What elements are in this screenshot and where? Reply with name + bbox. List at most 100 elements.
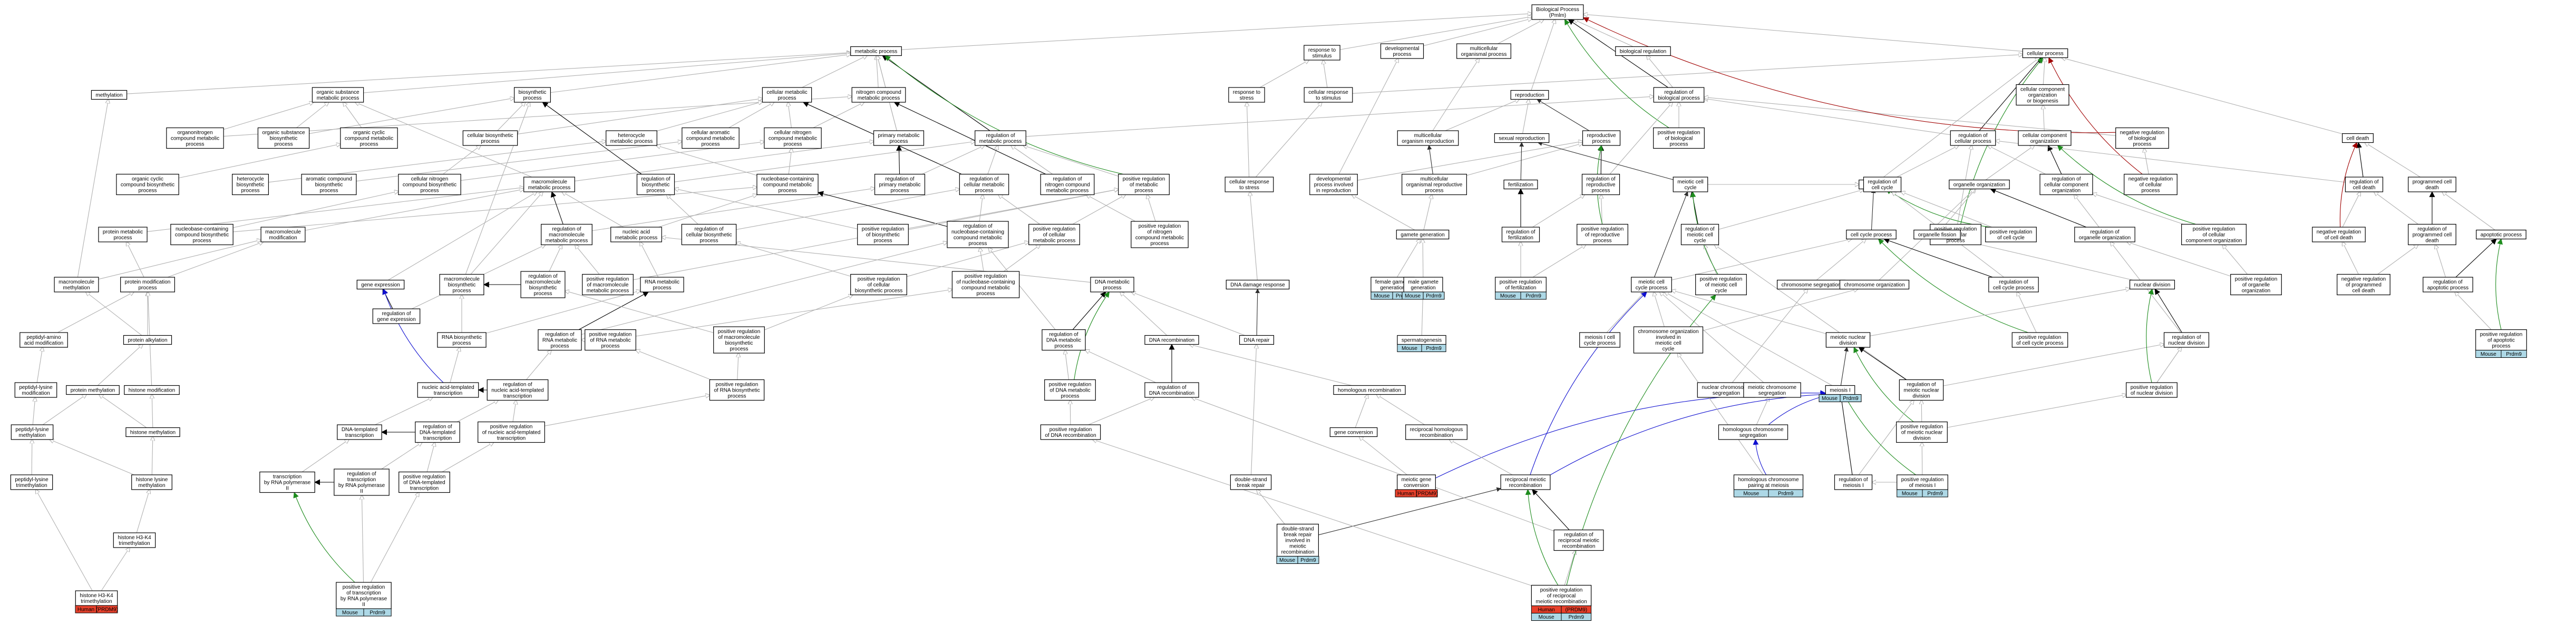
term-node-dnarec[interactable]: DNA recombination: [1144, 335, 1199, 345]
term-node-bioreg[interactable]: biological regulation: [1615, 46, 1671, 56]
term-node-meth[interactable]: methylation: [91, 90, 128, 100]
term-node-nucdiv[interactable]: nuclear division: [2129, 279, 2175, 290]
species-tag-mouse[interactable]: Mouse: [1495, 291, 1521, 300]
species-tag-mouse[interactable]: Mouse: [1402, 291, 1424, 300]
species-tag-mouse[interactable]: Prdm9: [1561, 613, 1592, 621]
species-tag-mouse[interactable]: Mouse: [1897, 489, 1923, 498]
species-tag-mouse[interactable]: Mouse: [1819, 394, 1841, 402]
species-tag-mouse[interactable]: Mouse: [1733, 489, 1769, 498]
term-node-rmmbp[interactable]: regulation ofmacromoleculebiosyntheticpr…: [520, 271, 566, 298]
term-node-ccp[interactable]: cell cycle process: [1846, 229, 1897, 240]
species-tag-mouse[interactable]: Mouse: [2475, 350, 2502, 358]
term-node-gexp[interactable]: gene expression: [356, 279, 405, 290]
species-tag-human[interactable]: Human: [1531, 606, 1562, 613]
term-node-ddr[interactable]: DNA damage response: [1226, 279, 1290, 290]
term-node-histmod[interactable]: histone modification: [124, 385, 180, 395]
species-tag-mouse[interactable]: Prdm9: [1768, 489, 1804, 498]
term-node-homrec[interactable]: homologous recombination: [1333, 385, 1406, 395]
term-node-meiosis1[interactable]: meiosis I: [1825, 385, 1855, 395]
term-node-apop[interactable]: apoptotic process: [2476, 229, 2526, 240]
species-tag-mouse[interactable]: Mouse: [1276, 556, 1298, 564]
species-tag-human[interactable]: (PRDM9): [1416, 489, 1438, 498]
species-tag-mouse[interactable]: Mouse: [336, 608, 364, 617]
species-tag-mouse[interactable]: Mouse: [1370, 291, 1393, 300]
term-node-sexrep[interactable]: sexual reproduction: [1494, 133, 1550, 143]
species-tag-mouse[interactable]: Prdm9: [1520, 291, 1547, 300]
term-node-repro[interactable]: reproduction: [1510, 90, 1549, 100]
term-node-dnarep[interactable]: DNA repair: [1239, 335, 1275, 345]
species-tag-mouse[interactable]: Prdm9: [363, 608, 392, 617]
